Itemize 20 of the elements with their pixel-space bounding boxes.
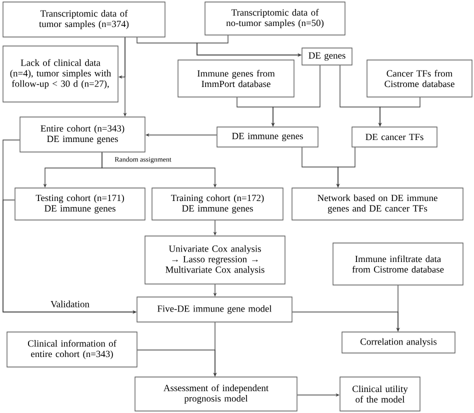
process-box: Training cohort (n=172) DE immune genes bbox=[152, 188, 284, 220]
process-box: Clinical information of entire cohort (n=343) bbox=[6, 332, 138, 368]
process-box: Immune infiltrate data from Cistrome database bbox=[332, 242, 464, 286]
process-box: Testing cohort (n=171) DE immune genes bbox=[14, 188, 146, 220]
process-box: DE immune genes bbox=[216, 126, 318, 148]
process-box: DE cancer TFs bbox=[352, 126, 438, 148]
process-box: Cancer TFs from Cistrome database bbox=[366, 60, 472, 98]
process-box: Entire cohort (n=343) DE immune genes bbox=[20, 116, 146, 152]
process-box: Lack of clinical data (n=4), tumor simples with follow-up < 30 d (n=27), bbox=[2, 46, 118, 102]
process-box: Correlation analysis bbox=[342, 332, 456, 354]
process-box: Assessment of independent prognosis model bbox=[134, 376, 298, 412]
process-box: DE genes bbox=[302, 48, 352, 66]
process-box: Univariate Cox analysis → Lasso regression → Multivariate Cox analysis bbox=[144, 236, 286, 284]
process-box: Transcriptomic data of tumor samples (n=374) bbox=[2, 2, 166, 38]
process-box: Clinical utility of the model bbox=[340, 376, 420, 412]
process-box: Five-DE immune gene model bbox=[136, 296, 292, 322]
process-box: Immune genes from ImmPort database bbox=[178, 60, 294, 98]
process-box: Transcriptomic data of no-tumor samples (n=50) bbox=[204, 2, 346, 36]
process-box: Network based on DE immune genes and DE cancer TFs bbox=[292, 188, 464, 220]
edge-label: Validation bbox=[50, 300, 90, 308]
